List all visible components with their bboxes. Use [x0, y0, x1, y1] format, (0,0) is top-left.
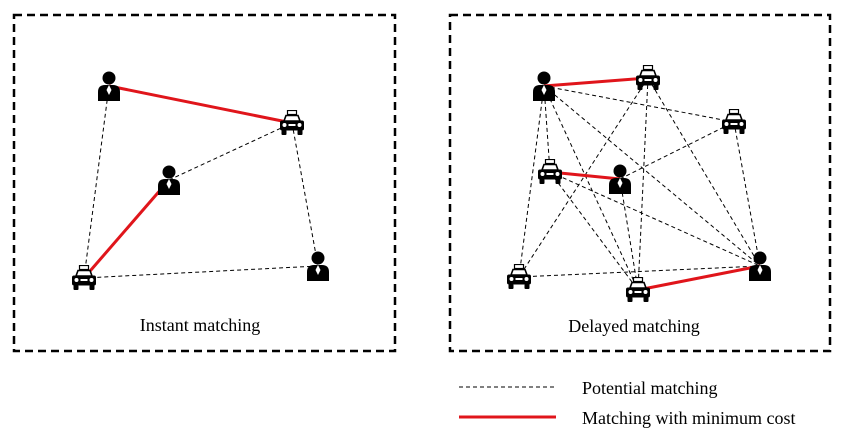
potential-edge-delayed-p1-t5	[543, 85, 639, 291]
legend-optimal-label: Matching with minimum cost	[582, 408, 796, 428]
person-icon	[158, 165, 180, 195]
potential-edge-delayed-t1-t4	[518, 77, 649, 278]
person-icon	[98, 71, 120, 101]
potential-edge-instant-t1-p3	[291, 122, 319, 267]
potential-edge-delayed-t3-t5	[549, 171, 639, 291]
panel-instant-matching	[71, 71, 329, 291]
optimal-edge-delayed-p1-t1	[543, 76, 649, 88]
optimal-edge-instant-p1-t1	[108, 84, 293, 125]
potential-edge-delayed-p1-t2	[543, 85, 735, 123]
nodes-delayed	[506, 65, 771, 303]
legend: Potential matching Matching with minimum…	[459, 378, 796, 428]
potential-lines-delayed	[518, 77, 761, 291]
potential-edge-instant-p1-t2	[83, 85, 110, 279]
optimal-edge-instant-p2-t2	[82, 179, 171, 279]
panel-title-delayed: Delayed matching	[568, 316, 699, 336]
taxi-icon	[721, 109, 747, 135]
potential-edge-delayed-t3-p3	[549, 171, 761, 267]
optimal-lines-instant	[82, 84, 293, 279]
panel-frame-delayed	[448, 13, 832, 353]
taxi-icon	[506, 264, 532, 290]
potential-edge-delayed-t1-t5	[637, 77, 649, 291]
legend-potential-label: Potential matching	[582, 378, 717, 398]
taxi-icon	[279, 110, 305, 136]
potential-edge-delayed-t4-p3	[518, 265, 761, 278]
potential-edge-delayed-p2-t5	[619, 178, 639, 291]
potential-edge-delayed-t1-p3	[647, 77, 761, 267]
taxi-icon	[625, 277, 651, 303]
potential-edge-instant-p3-t2	[83, 265, 319, 279]
potential-edge-instant-p2-t1	[168, 122, 293, 181]
potential-edge-delayed-p1-p3	[543, 85, 761, 267]
panel-title-instant: Instant matching	[140, 315, 260, 335]
optimal-edge-delayed-t5-p3	[637, 264, 761, 292]
potential-edge-delayed-t2-p3	[733, 121, 761, 267]
person-icon	[307, 251, 329, 281]
panel-delayed-matching	[506, 65, 771, 303]
person-icon	[609, 164, 631, 194]
potential-edge-delayed-p2-t2	[619, 121, 735, 180]
person-icon	[749, 251, 771, 281]
person-icon	[533, 71, 555, 101]
panel-frame-instant	[12, 13, 397, 353]
taxi-icon	[537, 159, 563, 185]
potential-lines-instant	[83, 85, 319, 279]
